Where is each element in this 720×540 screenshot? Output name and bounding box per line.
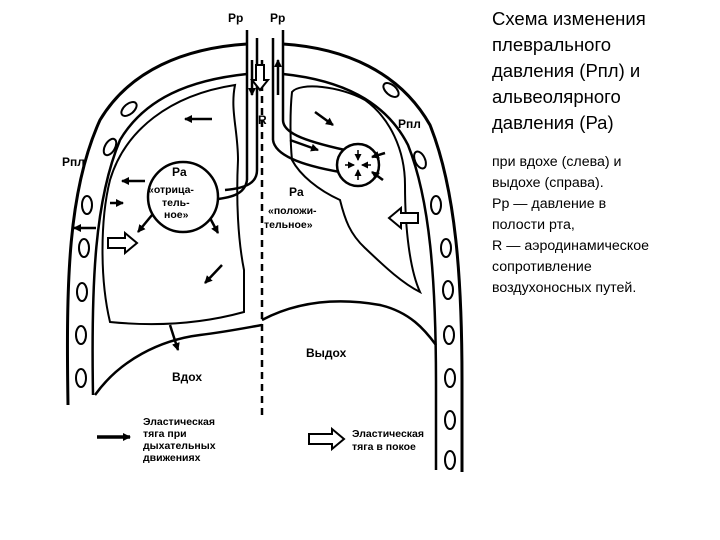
chest-wall-inner-left bbox=[91, 72, 248, 396]
label-inhale: Вдох bbox=[172, 370, 202, 384]
panel-title: Схема изменения плеврального давления (Р… bbox=[492, 8, 646, 133]
legend-solid-line-1: Эластическая bbox=[143, 416, 215, 428]
legend-hollow-line-2: тяга в покое bbox=[352, 441, 416, 453]
chest-wall-outer-right bbox=[282, 42, 464, 472]
label-pa-right-note-2: тельное» bbox=[264, 219, 313, 231]
description-panel: Схема изменения плеврального давления (Р… bbox=[492, 6, 716, 299]
legend: Эластическая тяга при дыхательных движен… bbox=[97, 416, 424, 464]
diaphragm-inhale bbox=[93, 323, 263, 396]
label-pa-right: Pa bbox=[289, 185, 304, 199]
airflow-arrows bbox=[73, 59, 386, 351]
description-line: выдохе (справа). bbox=[492, 175, 604, 191]
right-alveolus-arrows bbox=[345, 150, 371, 180]
right-alveolus bbox=[335, 142, 381, 188]
label-exhale: Выдох bbox=[306, 346, 347, 360]
label-ppl-left: Pпл bbox=[62, 155, 85, 169]
right-lung-outline bbox=[289, 85, 423, 295]
diaphragm-exhale bbox=[261, 300, 438, 346]
ribs bbox=[75, 82, 456, 470]
label-pa-left-note-3: ное» bbox=[164, 209, 189, 221]
left-lung-outline bbox=[101, 83, 245, 326]
label-pr-right: Pр bbox=[270, 11, 285, 25]
label-pa-left: Pa bbox=[172, 165, 187, 179]
description-line: R — аэродинамическое bbox=[492, 238, 650, 254]
label-pa-left-note-1: «отрица- bbox=[148, 184, 194, 196]
legend-solid-line-4: движениях bbox=[143, 452, 201, 464]
legend-solid-line-2: тяга при bbox=[143, 428, 187, 440]
label-pa-left-note-2: тель- bbox=[162, 197, 190, 209]
chest-wall-outer bbox=[65, 42, 248, 406]
description-line: воздухоносных путей. bbox=[492, 280, 637, 296]
chest-wall-inner-right bbox=[282, 72, 438, 470]
legend-hollow-arrow-icon bbox=[308, 426, 346, 452]
label-pr-left: Pр bbox=[228, 11, 243, 25]
description-line: Рр — давление в bbox=[492, 196, 607, 212]
legend-solid-line-3: дыхательных bbox=[143, 440, 216, 452]
trachea bbox=[209, 30, 346, 202]
panel-description: при вдохе (слева) и выдохе (справа). Рр … bbox=[492, 152, 716, 299]
hollow-arrows bbox=[107, 64, 419, 256]
description-line: полости рта, bbox=[492, 217, 575, 233]
description-line: сопротивление bbox=[492, 259, 592, 275]
label-ppl-top-right: Pпл bbox=[398, 117, 421, 131]
label-r: R bbox=[258, 113, 267, 127]
description-line: при вдохе (слева) и bbox=[492, 154, 622, 170]
label-pa-right-note-1: «положи- bbox=[268, 205, 317, 217]
left-alveolus bbox=[146, 160, 220, 234]
legend-hollow-line-1: Эластическая bbox=[352, 428, 424, 440]
